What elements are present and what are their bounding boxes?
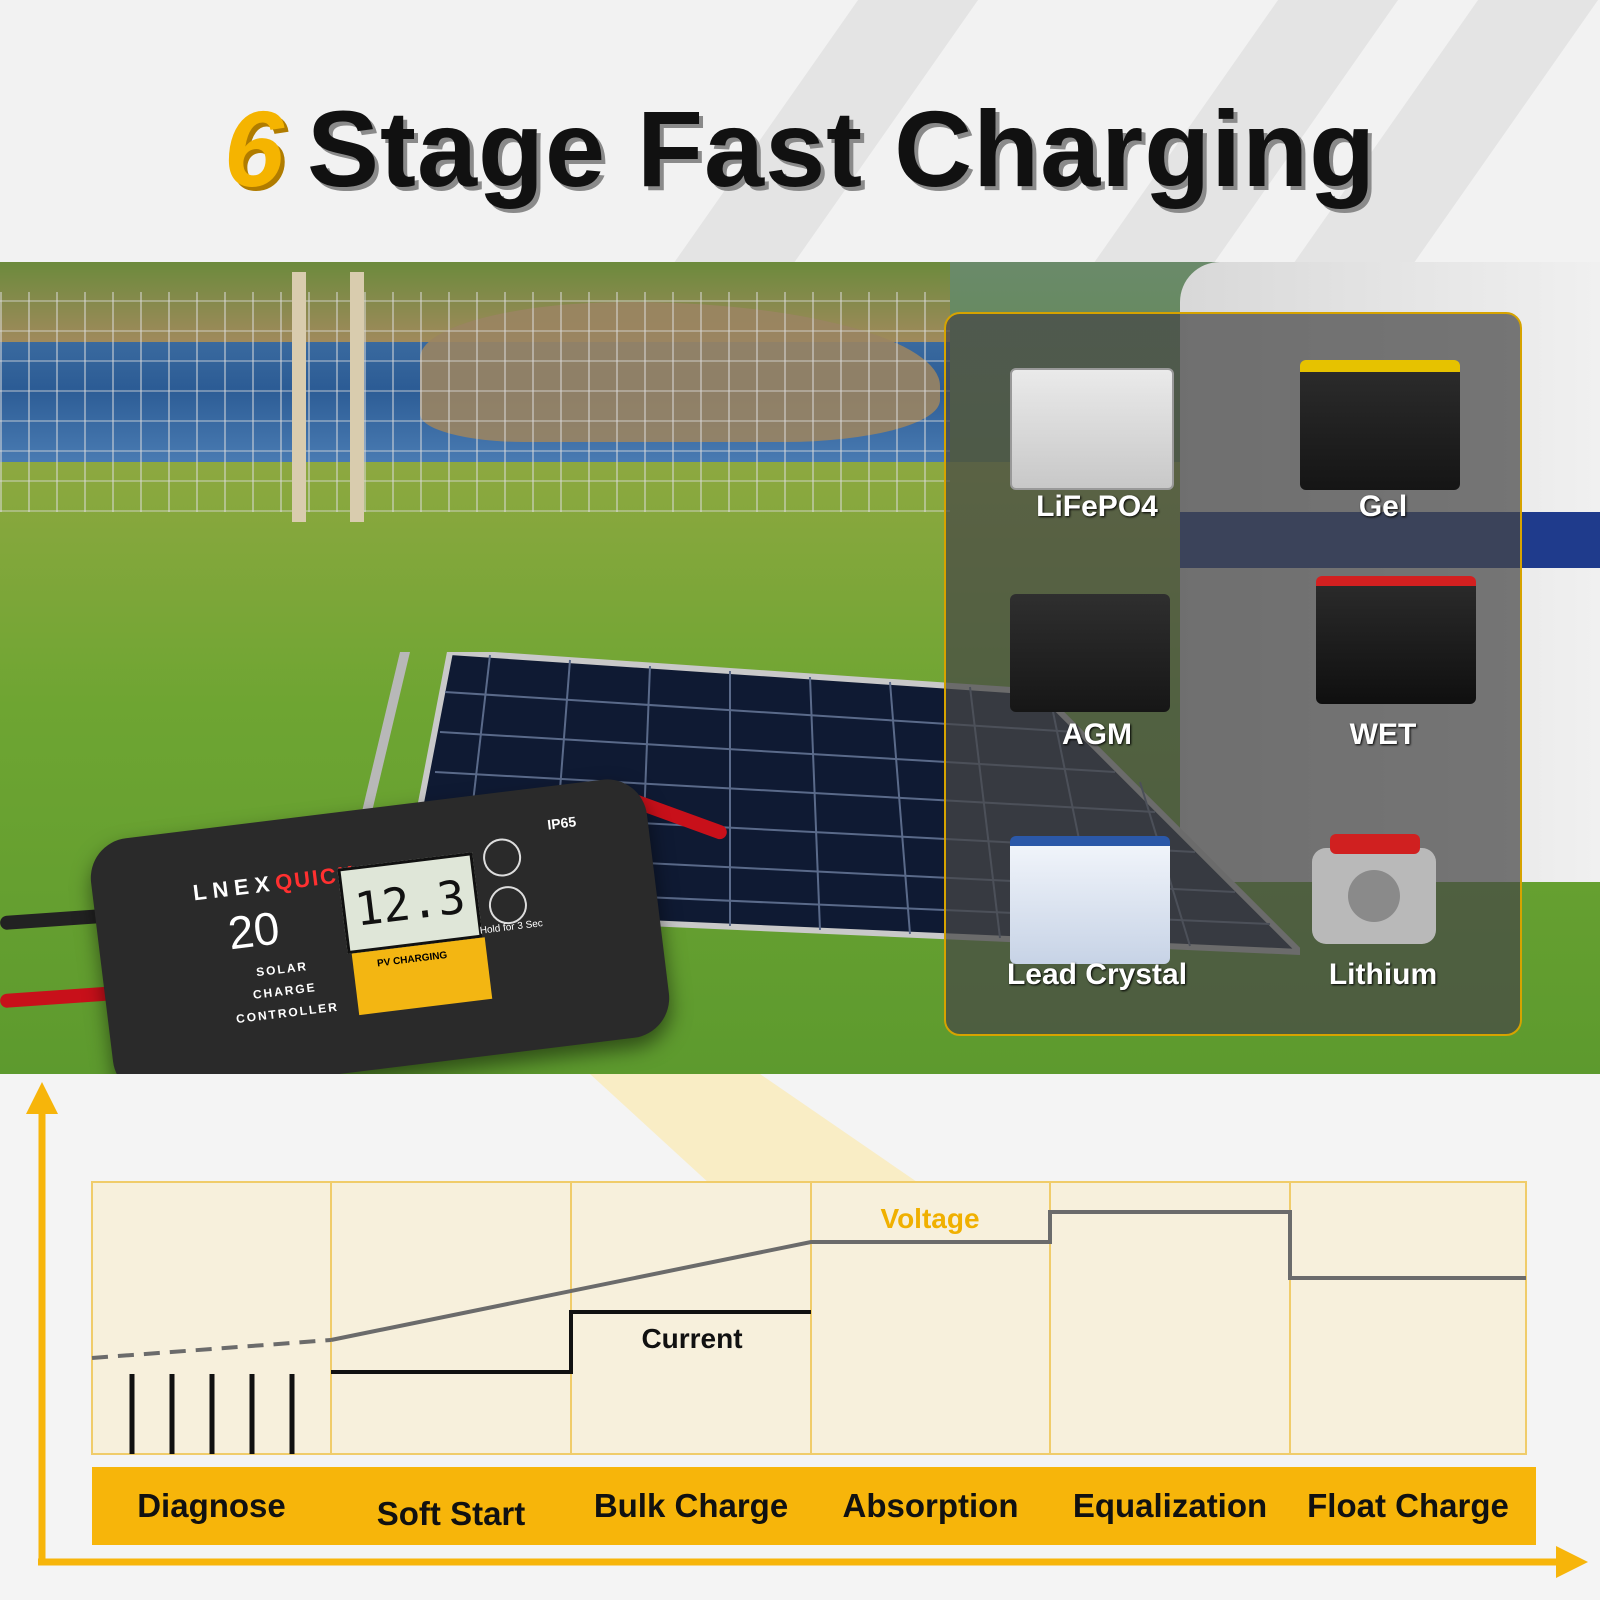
fence-post (350, 272, 364, 522)
current-label: Current (641, 1323, 742, 1354)
battery-label: Lithium (1328, 958, 1438, 991)
title-number: 6 (223, 88, 285, 209)
battery-spiral-cell-icon (1312, 834, 1436, 944)
amp-volt-button[interactable] (480, 836, 524, 879)
wire-fence (0, 292, 950, 512)
stage-label-bulk-charge: Bulk Charge (593, 1487, 789, 1524)
controller-subtitle: SOLAR CHARGE CONTROLLER (226, 952, 343, 1031)
chart-plot-bg (91, 1181, 1527, 1455)
title-text: Stage Fast Charging (306, 88, 1377, 209)
voltage-line (330, 1210, 1526, 1342)
battery-motorcycle-icon (1316, 576, 1476, 704)
battery-deep-cycle-icon (1010, 836, 1170, 964)
stage-label-soft-start: Soft Start (376, 1495, 526, 1532)
battery-sealed-black-icon (1010, 594, 1170, 712)
y-axis-arrow (26, 1082, 58, 1114)
x-axis-arrow (1556, 1546, 1588, 1578)
battery-label: AGM (1062, 718, 1132, 751)
battery-label: Lead Crystal (1006, 958, 1188, 991)
battery-label: WET (1349, 718, 1417, 751)
battery-label: Gel (1358, 490, 1408, 523)
controller-brand: LNEXQUICK (192, 861, 358, 907)
lcd-display: 12.3 (337, 852, 483, 955)
controller-model: 20 (225, 901, 283, 960)
battery-label: LiFePO4 (1036, 490, 1158, 523)
stage-bar (92, 1467, 1536, 1545)
voltage-line-dashed (91, 1338, 332, 1360)
brand-part-1: LNEX (191, 870, 277, 906)
stage-label-absorption: Absorption (842, 1487, 1019, 1524)
stage-label-diagnose: Diagnose (137, 1487, 286, 1524)
stage-label-float-charge: Float Charge (1307, 1487, 1509, 1524)
voltage-label: Voltage (880, 1203, 979, 1234)
diagnose-pulses (129, 1374, 295, 1454)
ip-rating: IP65 (546, 813, 578, 833)
charging-curve-chart: Voltage Current (26, 1074, 1588, 1578)
callout-wedge (590, 1074, 920, 1184)
battery-agm-gray-icon (1010, 368, 1174, 490)
current-line (331, 1310, 811, 1374)
battery-car-black-icon (1300, 360, 1460, 490)
stage-label-equalization: Equalization (1072, 1487, 1268, 1524)
button-hint: Hold for 3 Sec (479, 918, 544, 937)
fence-post (292, 272, 306, 522)
